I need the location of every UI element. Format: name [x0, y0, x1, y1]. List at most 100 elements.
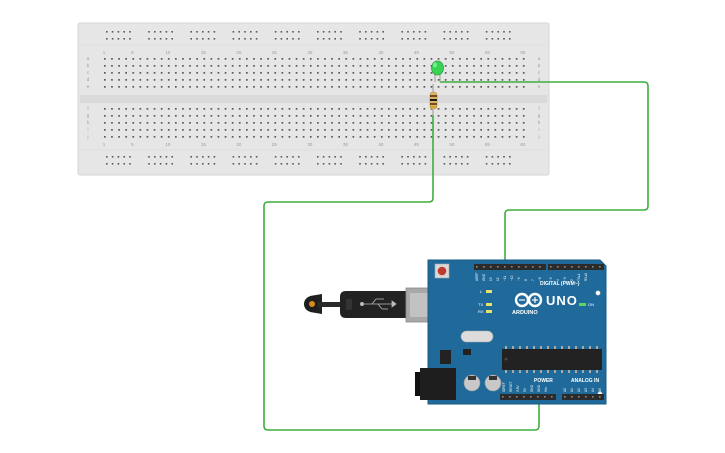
terminal-hole[interactable]	[253, 72, 255, 74]
terminal-hole[interactable]	[416, 122, 419, 124]
terminal-hole[interactable]	[111, 86, 113, 88]
terminal-hole[interactable]	[480, 86, 482, 88]
terminal-hole[interactable]	[167, 72, 170, 74]
rail-hole[interactable]	[449, 38, 451, 40]
terminal-hole[interactable]	[338, 58, 340, 60]
terminal-hole[interactable]	[267, 86, 269, 88]
terminal-hole[interactable]	[345, 108, 348, 110]
rail-hole[interactable]	[503, 31, 505, 33]
header-pin[interactable]	[518, 266, 520, 268]
terminal-hole[interactable]	[359, 72, 362, 74]
terminal-hole[interactable]	[473, 129, 475, 131]
rail-hole[interactable]	[461, 156, 463, 158]
terminal-hole[interactable]	[267, 122, 269, 124]
terminal-hole[interactable]	[295, 58, 298, 60]
rail-hole[interactable]	[509, 163, 511, 165]
terminal-hole[interactable]	[217, 108, 220, 110]
rail-hole[interactable]	[202, 163, 204, 165]
terminal-hole[interactable]	[352, 115, 355, 117]
terminal-hole[interactable]	[508, 136, 511, 138]
rail-hole[interactable]	[123, 156, 125, 158]
rail-hole[interactable]	[418, 156, 421, 158]
rail-hole[interactable]	[455, 163, 457, 165]
terminal-hole[interactable]	[359, 86, 362, 88]
terminal-hole[interactable]	[402, 86, 404, 88]
terminal-hole[interactable]	[515, 122, 518, 124]
terminal-hole[interactable]	[416, 58, 419, 60]
terminal-hole[interactable]	[175, 122, 177, 124]
terminal-hole[interactable]	[281, 72, 284, 74]
terminal-hole[interactable]	[331, 79, 333, 81]
rail-hole[interactable]	[165, 156, 168, 158]
terminal-hole[interactable]	[508, 115, 511, 117]
terminal-hole[interactable]	[402, 79, 404, 81]
terminal-hole[interactable]	[196, 72, 198, 74]
terminal-hole[interactable]	[430, 129, 433, 131]
terminal-hole[interactable]	[288, 129, 291, 131]
terminal-hole[interactable]	[515, 129, 518, 131]
rail-hole[interactable]	[359, 31, 361, 33]
terminal-hole[interactable]	[175, 108, 177, 110]
rail-hole[interactable]	[280, 156, 283, 158]
terminal-hole[interactable]	[189, 122, 191, 124]
terminal-hole[interactable]	[373, 65, 376, 67]
terminal-hole[interactable]	[409, 72, 411, 74]
terminal-hole[interactable]	[324, 122, 326, 124]
terminal-hole[interactable]	[295, 72, 298, 74]
terminal-hole[interactable]	[309, 108, 312, 110]
rail-hole[interactable]	[171, 163, 173, 165]
header-pin[interactable]	[578, 266, 580, 268]
terminal-hole[interactable]	[388, 79, 390, 81]
terminal-hole[interactable]	[260, 108, 262, 110]
rail-hole[interactable]	[382, 31, 384, 33]
rail-hole[interactable]	[365, 163, 367, 165]
terminal-hole[interactable]	[430, 122, 433, 124]
rail-hole[interactable]	[443, 163, 446, 165]
terminal-hole[interactable]	[267, 58, 269, 60]
terminal-hole[interactable]	[210, 79, 213, 81]
terminal-hole[interactable]	[167, 122, 170, 124]
terminal-hole[interactable]	[402, 115, 404, 117]
terminal-hole[interactable]	[153, 65, 156, 67]
terminal-hole[interactable]	[522, 108, 525, 110]
rail-hole[interactable]	[497, 31, 499, 33]
terminal-hole[interactable]	[373, 79, 376, 81]
terminal-hole[interactable]	[281, 129, 284, 131]
rail-hole[interactable]	[382, 38, 384, 40]
terminal-hole[interactable]	[189, 115, 191, 117]
terminal-hole[interactable]	[423, 108, 426, 110]
terminal-hole[interactable]	[260, 129, 262, 131]
rail-hole[interactable]	[497, 163, 499, 165]
terminal-hole[interactable]	[466, 86, 468, 88]
terminal-hole[interactable]	[153, 136, 156, 138]
header-pin[interactable]	[502, 396, 504, 398]
terminal-hole[interactable]	[125, 86, 127, 88]
rail-hole[interactable]	[159, 38, 162, 40]
terminal-hole[interactable]	[111, 129, 113, 131]
terminal-hole[interactable]	[380, 136, 383, 138]
wire-resistor-to-gnd[interactable]	[263, 115, 540, 431]
terminal-hole[interactable]	[309, 115, 312, 117]
terminal-hole[interactable]	[444, 115, 447, 117]
rail-hole[interactable]	[461, 31, 463, 33]
rail-hole[interactable]	[292, 31, 294, 33]
header-pin[interactable]	[504, 266, 506, 268]
terminal-hole[interactable]	[260, 58, 262, 60]
terminal-hole[interactable]	[253, 86, 255, 88]
terminal-hole[interactable]	[373, 58, 376, 60]
rail-hole[interactable]	[334, 156, 336, 158]
rail-hole[interactable]	[196, 156, 198, 158]
terminal-hole[interactable]	[451, 122, 454, 124]
rail-hole[interactable]	[207, 156, 210, 158]
terminal-hole[interactable]	[196, 79, 198, 81]
rail-hole[interactable]	[317, 38, 319, 40]
rail-hole[interactable]	[485, 156, 488, 158]
terminal-hole[interactable]	[451, 108, 454, 110]
terminal-hole[interactable]	[231, 115, 234, 117]
terminal-hole[interactable]	[366, 58, 369, 60]
terminal-hole[interactable]	[480, 65, 482, 67]
rail-hole[interactable]	[250, 156, 252, 158]
terminal-hole[interactable]	[352, 79, 355, 81]
rail-hole[interactable]	[286, 156, 288, 158]
header-pin[interactable]	[509, 396, 511, 398]
